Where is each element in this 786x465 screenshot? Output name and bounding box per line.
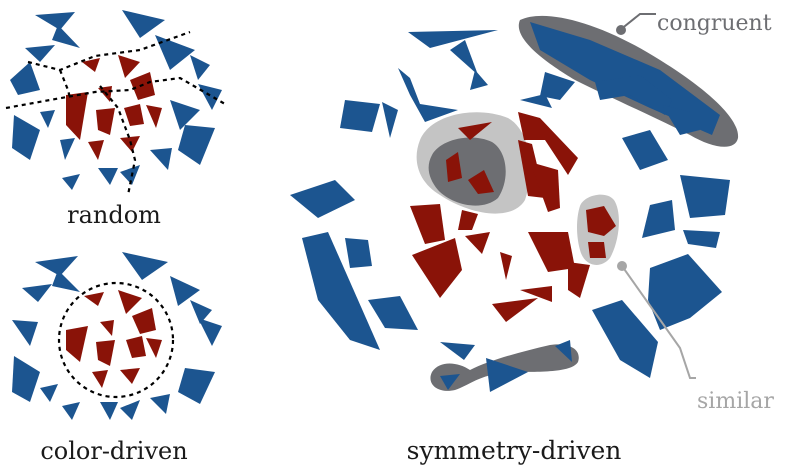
- caption-random: random: [67, 201, 161, 229]
- color-blue-shards: [12, 252, 222, 420]
- random-blue-shards: [10, 10, 222, 190]
- caption-symmetry-driven: symmetry-driven: [407, 436, 622, 465]
- panel-color-driven: color-driven: [12, 252, 222, 465]
- color-red-shards: [66, 290, 162, 388]
- annotation-congruent: congruent: [657, 11, 772, 36]
- annotation-similar: similar: [697, 389, 774, 414]
- caption-color-driven: color-driven: [40, 437, 187, 465]
- panel-symmetry-driven: congruent similar symmetry-driven: [290, 11, 774, 465]
- random-red-shards: [66, 55, 162, 160]
- panel-random: random: [6, 10, 225, 229]
